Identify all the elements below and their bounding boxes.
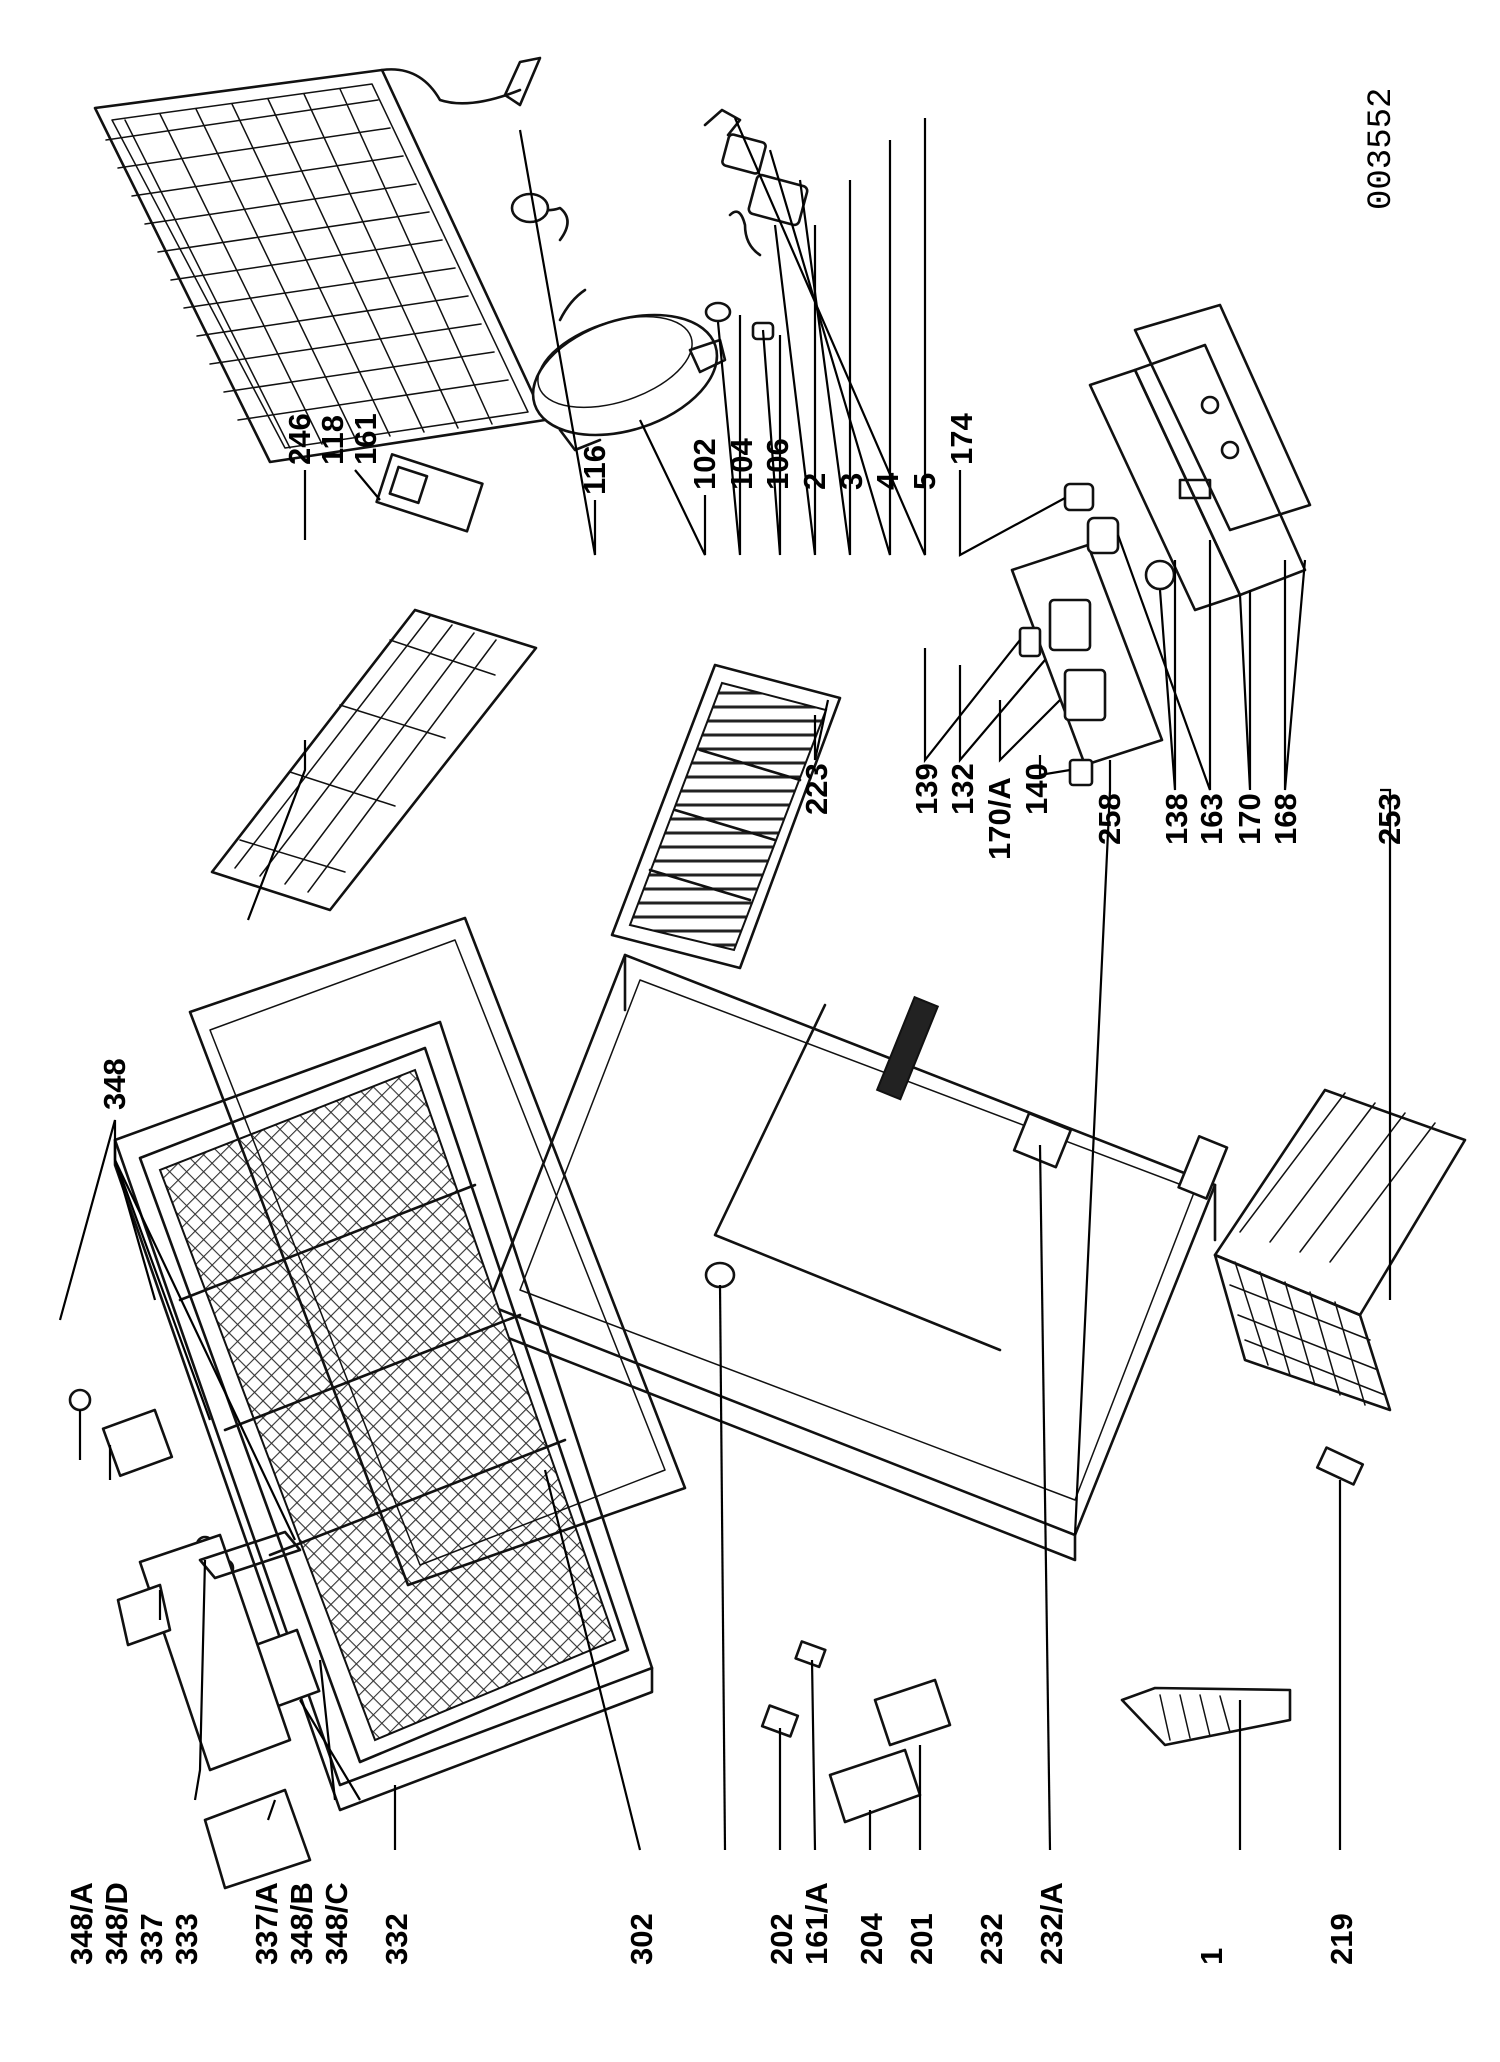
callout-139: 139 [909, 763, 944, 815]
evaporator-plate [210, 608, 538, 912]
callout-202: 202 [764, 1913, 799, 1965]
callout-174: 174 [944, 413, 979, 465]
callout-132: 132 [945, 763, 980, 815]
callout-161: 161 [348, 413, 383, 465]
compressor [531, 288, 727, 452]
callout-253: 253 [1372, 793, 1407, 845]
lock-202 [760, 1704, 800, 1738]
storage-basket [1213, 1088, 1467, 1412]
leader-lines [58, 117, 1392, 1851]
callout-302: 302 [624, 1913, 659, 1965]
callout-232a: 232/A [1034, 1882, 1069, 1965]
dryer-filter [510, 192, 569, 242]
callout-337: 337 [134, 1913, 169, 1965]
front-control-strip [1088, 303, 1312, 612]
callout-138: 138 [1159, 793, 1194, 845]
callout-348a: 348/A [64, 1882, 99, 1965]
rear-grille [610, 663, 842, 970]
callout-168: 168 [1268, 793, 1303, 845]
knob-138 [1086, 516, 1120, 555]
callout-170a: 170/A [982, 777, 1017, 860]
callout-3: 3 [834, 473, 869, 490]
lamp-163 [1144, 559, 1176, 591]
callout-5: 5 [907, 473, 942, 490]
drawing-code: 003552 [1363, 88, 1401, 210]
callout-348b: 348/B [284, 1882, 319, 1965]
callout-332: 332 [379, 1913, 414, 1965]
callout-163: 163 [1194, 793, 1229, 845]
callout-219: 219 [1324, 1913, 1359, 1965]
lock-201 [873, 1678, 952, 1747]
callout-170: 170 [1232, 793, 1267, 845]
lid-assembly [113, 916, 687, 1812]
callout-348d: 348/D [99, 1882, 134, 1965]
switch-174 [1063, 482, 1095, 512]
compressor-relay [703, 108, 809, 257]
callout-106: 106 [760, 438, 795, 490]
callout-161a: 161/A [799, 1882, 834, 1965]
callout-1: 1 [1194, 1948, 1229, 1965]
condenser-bracket [375, 453, 484, 533]
callout-4: 4 [870, 472, 905, 490]
hinge-219 [1315, 1446, 1365, 1486]
callout-258: 258 [1092, 793, 1127, 845]
thermostat-panel [1010, 543, 1164, 787]
callout-2: 2 [797, 473, 832, 490]
grommet-104 [704, 301, 732, 323]
callout-223: 223 [799, 763, 834, 815]
callout-204: 204 [854, 1913, 889, 1965]
callout-104: 104 [724, 438, 759, 490]
callout-337a: 337/A [249, 1882, 284, 1965]
callout-140: 140 [1019, 763, 1054, 815]
lock-cover-204 [828, 1748, 922, 1824]
callout-348c: 348/C [319, 1882, 354, 1965]
callout-333: 333 [169, 1913, 204, 1965]
condenser-coil [93, 56, 547, 464]
callout-246: 246 [282, 413, 317, 465]
callout-118: 118 [315, 415, 350, 465]
scraper-tool [1120, 1686, 1292, 1747]
callout-232: 232 [974, 1913, 1009, 1965]
callout-labels: 246 118 161 116 102 104 106 2 3 4 5 174 … [64, 413, 1407, 1965]
callout-201: 201 [904, 1913, 939, 1965]
lock-161a [794, 1640, 827, 1669]
lid-handle [116, 1530, 312, 1890]
callout-116: 116 [577, 445, 612, 495]
callout-348: 348 [97, 1058, 132, 1110]
callout-102: 102 [687, 438, 722, 490]
freezer-cabinet [486, 953, 1229, 1562]
